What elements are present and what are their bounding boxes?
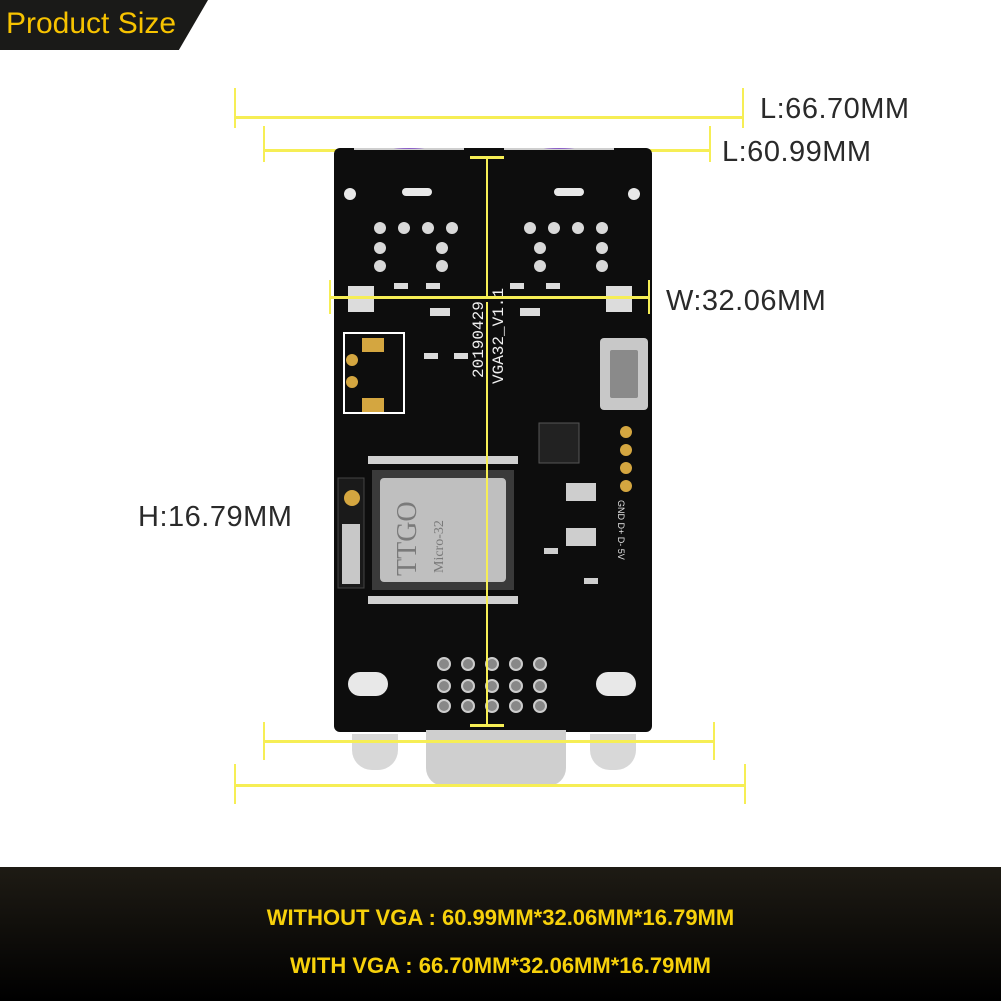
height-line-lower <box>486 302 488 726</box>
vga-connector <box>348 730 638 790</box>
bottom-length-with-vga-line <box>235 784 745 787</box>
board-model: VGA32_V1.1 <box>490 287 508 384</box>
length-without-vga-label: L:60.99MM <box>722 136 872 168</box>
length-with-vga-cap-left <box>234 88 236 128</box>
width-line-cap-left <box>329 280 331 314</box>
width-label: W:32.06MM <box>666 285 827 317</box>
bottom-length-with-vga-cap-left <box>234 764 236 804</box>
length-without-vga-cap-right <box>709 126 711 162</box>
height-line-cap-top <box>470 156 504 159</box>
bottom-length-without-vga-line <box>264 740 714 743</box>
pcb-board: 20190429 VGA32_V1.1 TTGO Micro-32 GND D+… <box>334 148 652 732</box>
bottom-length-without-vga-cap-right <box>713 722 715 760</box>
length-without-vga-cap-left <box>263 126 265 162</box>
header-title: Product Size <box>6 7 177 40</box>
footer-with-vga: WITH VGA : 66.70MM*32.06MM*16.79MM <box>290 953 711 978</box>
footer-without-vga: WITHOUT VGA : 60.99MM*32.06MM*16.79MM <box>266 905 735 930</box>
length-with-vga-cap-right <box>742 88 744 128</box>
pcb-graphic <box>337 148 648 713</box>
height-label: H:16.79MM <box>138 501 293 533</box>
header-badge: Product Size <box>0 0 208 50</box>
footer-banner: WITHOUT VGA : 60.99MM*32.06MM*16.79MM WI… <box>0 867 1001 1001</box>
length-with-vga-line <box>235 116 743 119</box>
height-line-upper <box>486 156 488 296</box>
width-line <box>330 296 648 299</box>
pin-label: GND D+ D- 5V <box>616 500 626 560</box>
module-brand: TTGO <box>392 501 423 576</box>
bottom-length-with-vga-cap-right <box>744 764 746 804</box>
length-with-vga-label: L:66.70MM <box>760 93 910 125</box>
bottom-length-without-vga-cap-left <box>263 722 265 760</box>
height-line-cap-bottom <box>470 724 504 727</box>
width-line-cap-right <box>648 280 650 314</box>
module-name: Micro-32 <box>432 520 447 573</box>
